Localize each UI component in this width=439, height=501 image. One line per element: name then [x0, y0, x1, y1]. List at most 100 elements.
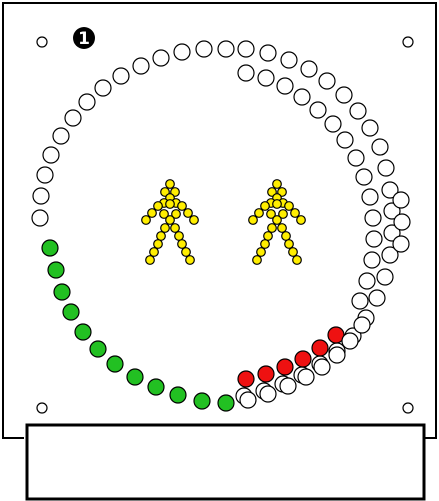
ring-led-outer: [217, 40, 235, 58]
figure-led: [156, 231, 166, 241]
ring-led-inner: [279, 377, 297, 395]
ring-led-inner: [392, 235, 410, 253]
ring-led-red: [257, 365, 275, 383]
ring-led-outer: [169, 386, 187, 404]
figure-led: [171, 209, 181, 219]
figure-led: [284, 239, 294, 249]
ring-led-outer: [64, 109, 82, 127]
mount-hole-bottom-right: [402, 402, 414, 414]
ring-led-inner: [347, 149, 365, 167]
ring-led-outer: [173, 43, 191, 61]
figure-led: [160, 223, 170, 233]
panel-outline: [2, 2, 437, 439]
ring-led-red: [294, 350, 312, 368]
ring-led-inner: [237, 40, 255, 58]
ring-led-outer: [106, 355, 124, 373]
ring-led-inner: [237, 64, 255, 82]
ring-led-outer: [217, 394, 235, 412]
ring-led-outer: [41, 239, 59, 257]
ring-led-inner: [300, 60, 318, 78]
figure-led: [272, 179, 282, 189]
ring-led-inner: [297, 368, 315, 386]
figure-led: [296, 215, 306, 225]
ring-led-inner: [280, 51, 298, 69]
figure-led: [252, 255, 262, 265]
ring-led-inner: [383, 202, 401, 220]
figure-led: [165, 215, 175, 225]
figure-led: [149, 247, 159, 257]
number-badge: 1: [73, 27, 95, 49]
figure-led: [159, 209, 169, 219]
figure-led: [263, 231, 273, 241]
figure-led: [153, 201, 163, 211]
ring-led-inner: [364, 209, 382, 227]
led-ring: [31, 40, 411, 412]
ring-led-inner: [239, 391, 257, 409]
ring-led-inner: [392, 191, 410, 209]
ring-led-outer: [89, 340, 107, 358]
ring-led-inner: [341, 332, 359, 350]
ring-led-outer: [74, 323, 92, 341]
ring-led-outer: [32, 187, 50, 205]
ring-led-inner: [377, 159, 395, 177]
mount-hole-top-left: [36, 36, 48, 48]
ring-led-outer: [126, 368, 144, 386]
ring-led-outer: [94, 79, 112, 97]
pedestrian-figures: [141, 179, 306, 265]
ring-led-outer: [78, 93, 96, 111]
figure-led: [272, 215, 282, 225]
figure-led: [147, 208, 157, 218]
figure-led: [284, 201, 294, 211]
ring-led-inner: [376, 268, 394, 286]
figure-led: [260, 201, 270, 211]
figure-led: [165, 199, 175, 209]
ring-led-inner: [383, 224, 401, 242]
figure-led: [181, 247, 191, 257]
figure-led: [145, 255, 155, 265]
figure-led: [277, 223, 287, 233]
ring-led-inner: [358, 272, 376, 290]
ring-led-outer: [193, 392, 211, 410]
ring-led-inner: [309, 101, 327, 119]
figure-led: [290, 208, 300, 218]
ring-led-outer: [62, 303, 80, 321]
figure-led: [292, 255, 302, 265]
ring-led-outer: [31, 209, 49, 227]
figure-led: [266, 209, 276, 219]
ring-led-outer: [195, 40, 213, 58]
footer-box: [25, 423, 426, 501]
ring-led-outer: [52, 127, 70, 145]
ring-led-inner: [293, 88, 311, 106]
ring-led-red: [311, 339, 329, 357]
figure-led: [174, 231, 184, 241]
ring-led-inner: [276, 77, 294, 95]
ring-led-inner: [351, 292, 369, 310]
figure-led: [185, 255, 195, 265]
ring-led-outer: [152, 49, 170, 67]
ring-led-red: [276, 358, 294, 376]
ring-led-inner: [336, 131, 354, 149]
ring-led-inner: [371, 138, 389, 156]
figure-led: [278, 209, 288, 219]
ring-led-inner: [318, 72, 336, 90]
figure-led: [281, 231, 291, 241]
figure-led: [248, 215, 258, 225]
ring-led-red: [237, 370, 255, 388]
figure-led: [189, 215, 199, 225]
ring-led-inner: [324, 115, 342, 133]
ring-led-outer: [53, 283, 71, 301]
figure-led: [177, 201, 187, 211]
ring-led-inner: [259, 44, 277, 62]
ring-led-inner: [381, 246, 399, 264]
ring-led-outer: [42, 146, 60, 164]
ring-led-inner: [361, 119, 379, 137]
mount-hole-bottom-left: [36, 402, 48, 414]
figure-led: [254, 208, 264, 218]
figure-led: [260, 239, 270, 249]
ring-led-inner: [381, 181, 399, 199]
ring-led-inner: [361, 188, 379, 206]
ring-led-inner: [313, 358, 331, 376]
ring-led-outer: [47, 261, 65, 279]
ring-led-outer: [132, 57, 150, 75]
